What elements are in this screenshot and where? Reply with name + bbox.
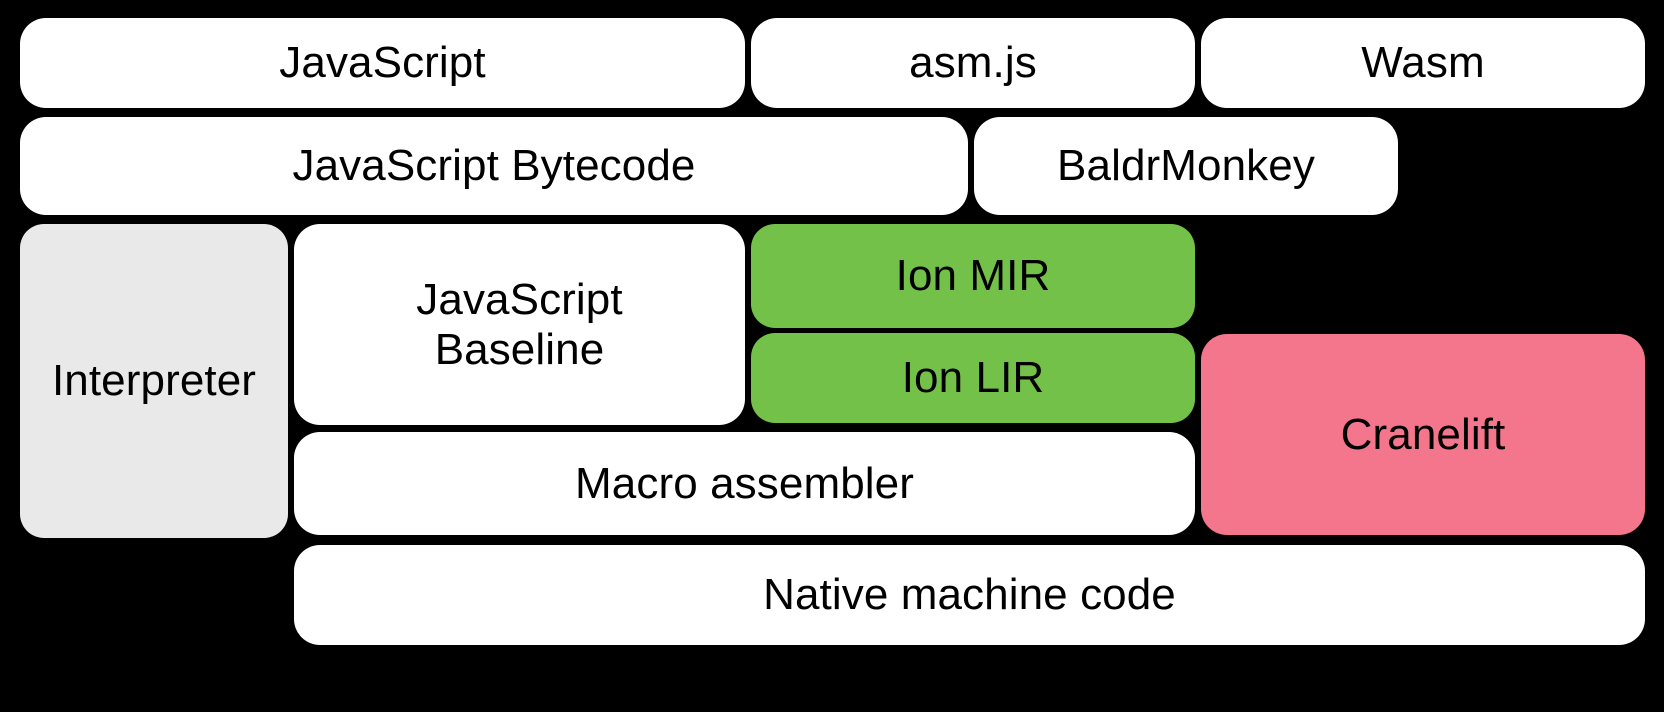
node-interpreter[interactable]: Interpreter xyxy=(20,224,288,538)
node-ion-mir[interactable]: Ion MIR xyxy=(751,224,1195,328)
node-wasm[interactable]: Wasm xyxy=(1201,18,1645,108)
node-asm-js[interactable]: asm.js xyxy=(751,18,1195,108)
node-javascript[interactable]: JavaScript xyxy=(20,18,745,108)
node-baldrmonkey[interactable]: BaldrMonkey xyxy=(974,117,1398,215)
node-javascript-bytecode[interactable]: JavaScript Bytecode xyxy=(20,117,968,215)
node-macro-assembler[interactable]: Macro assembler xyxy=(294,432,1195,535)
node-ion-lir[interactable]: Ion LIR xyxy=(751,333,1195,423)
node-javascript-baseline[interactable]: JavaScript Baseline xyxy=(294,224,745,425)
node-cranelift[interactable]: Cranelift xyxy=(1201,334,1645,535)
node-native-machine-code[interactable]: Native machine code xyxy=(294,545,1645,645)
